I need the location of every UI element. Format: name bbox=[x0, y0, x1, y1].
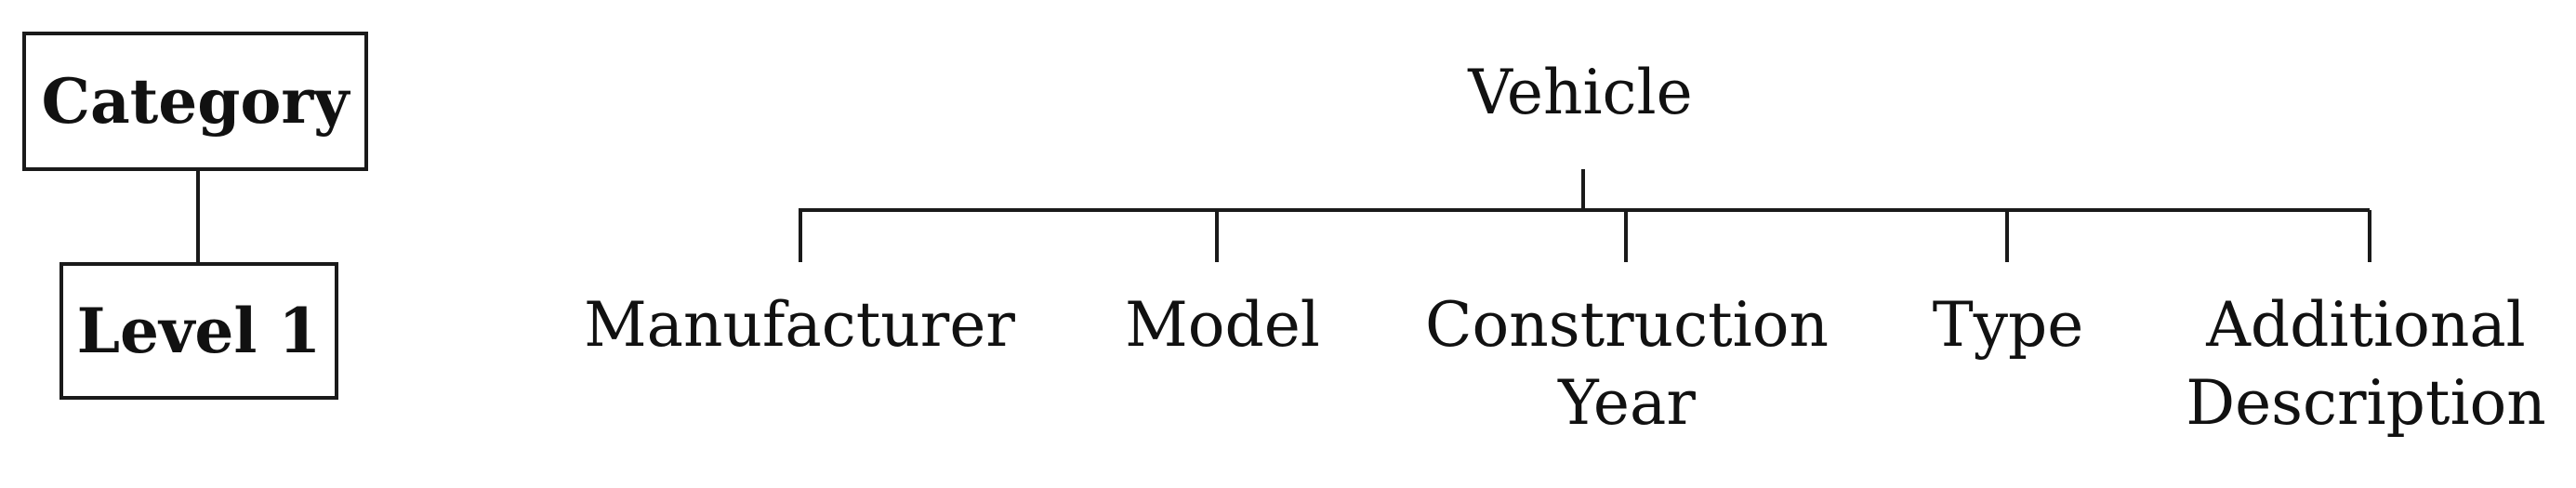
child-node-manufacturer: Manufacturer bbox=[558, 286, 1041, 364]
child-node-model: Model bbox=[1069, 286, 1376, 364]
child-node-label-line-1: Additional bbox=[2206, 289, 2526, 361]
root-node-label: Vehicle bbox=[1468, 57, 1693, 128]
child-node-label-line-2: Description bbox=[2186, 367, 2546, 439]
child-node-label-line-1: Construction bbox=[1424, 289, 1830, 361]
root-node-vehicle: Vehicle bbox=[1376, 54, 1785, 132]
child-node-additional-description: Additional Description bbox=[2157, 286, 2575, 442]
child-node-type: Type bbox=[1887, 286, 2129, 364]
legend-level-label: Level 1 bbox=[76, 295, 322, 367]
legend-level-box: Level 1 bbox=[59, 262, 338, 400]
child-node-label: Type bbox=[1932, 289, 2084, 361]
child-node-label: Manufacturer bbox=[584, 289, 1015, 361]
child-node-label: Model bbox=[1125, 289, 1320, 361]
legend-category-box: Category bbox=[22, 32, 368, 171]
child-node-construction-year: Construction Year bbox=[1394, 286, 1859, 442]
legend-category-label: Category bbox=[41, 65, 350, 138]
child-node-label-line-2: Year bbox=[1558, 367, 1696, 439]
